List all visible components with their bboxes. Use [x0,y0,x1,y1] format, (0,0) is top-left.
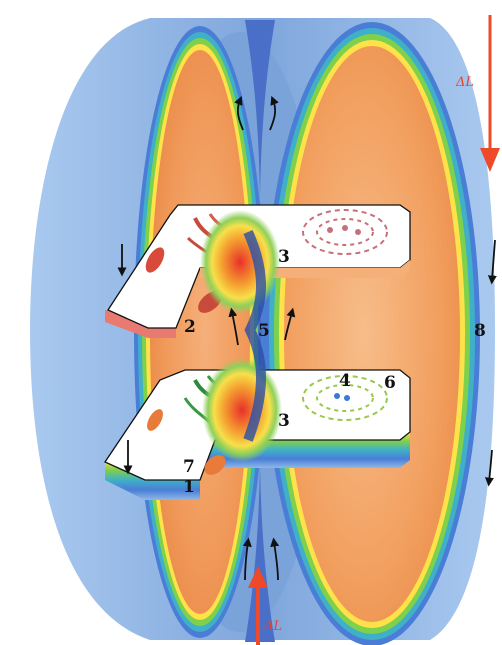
label-1: 1 [183,477,195,497]
label-6: 6 [384,373,396,393]
delta-label-top: ΔL [455,75,474,90]
right-lobe [264,22,480,645]
label-5: 5 [258,321,270,341]
label-8: 8 [474,321,486,341]
label-7: 7 [183,457,195,477]
label-4: 4 [339,371,351,391]
label-3-bottom: 3 [278,411,290,431]
label-3-top: 3 [278,247,290,267]
delta-label-bottom: ΔL [263,619,282,634]
label-2: 2 [184,317,196,337]
